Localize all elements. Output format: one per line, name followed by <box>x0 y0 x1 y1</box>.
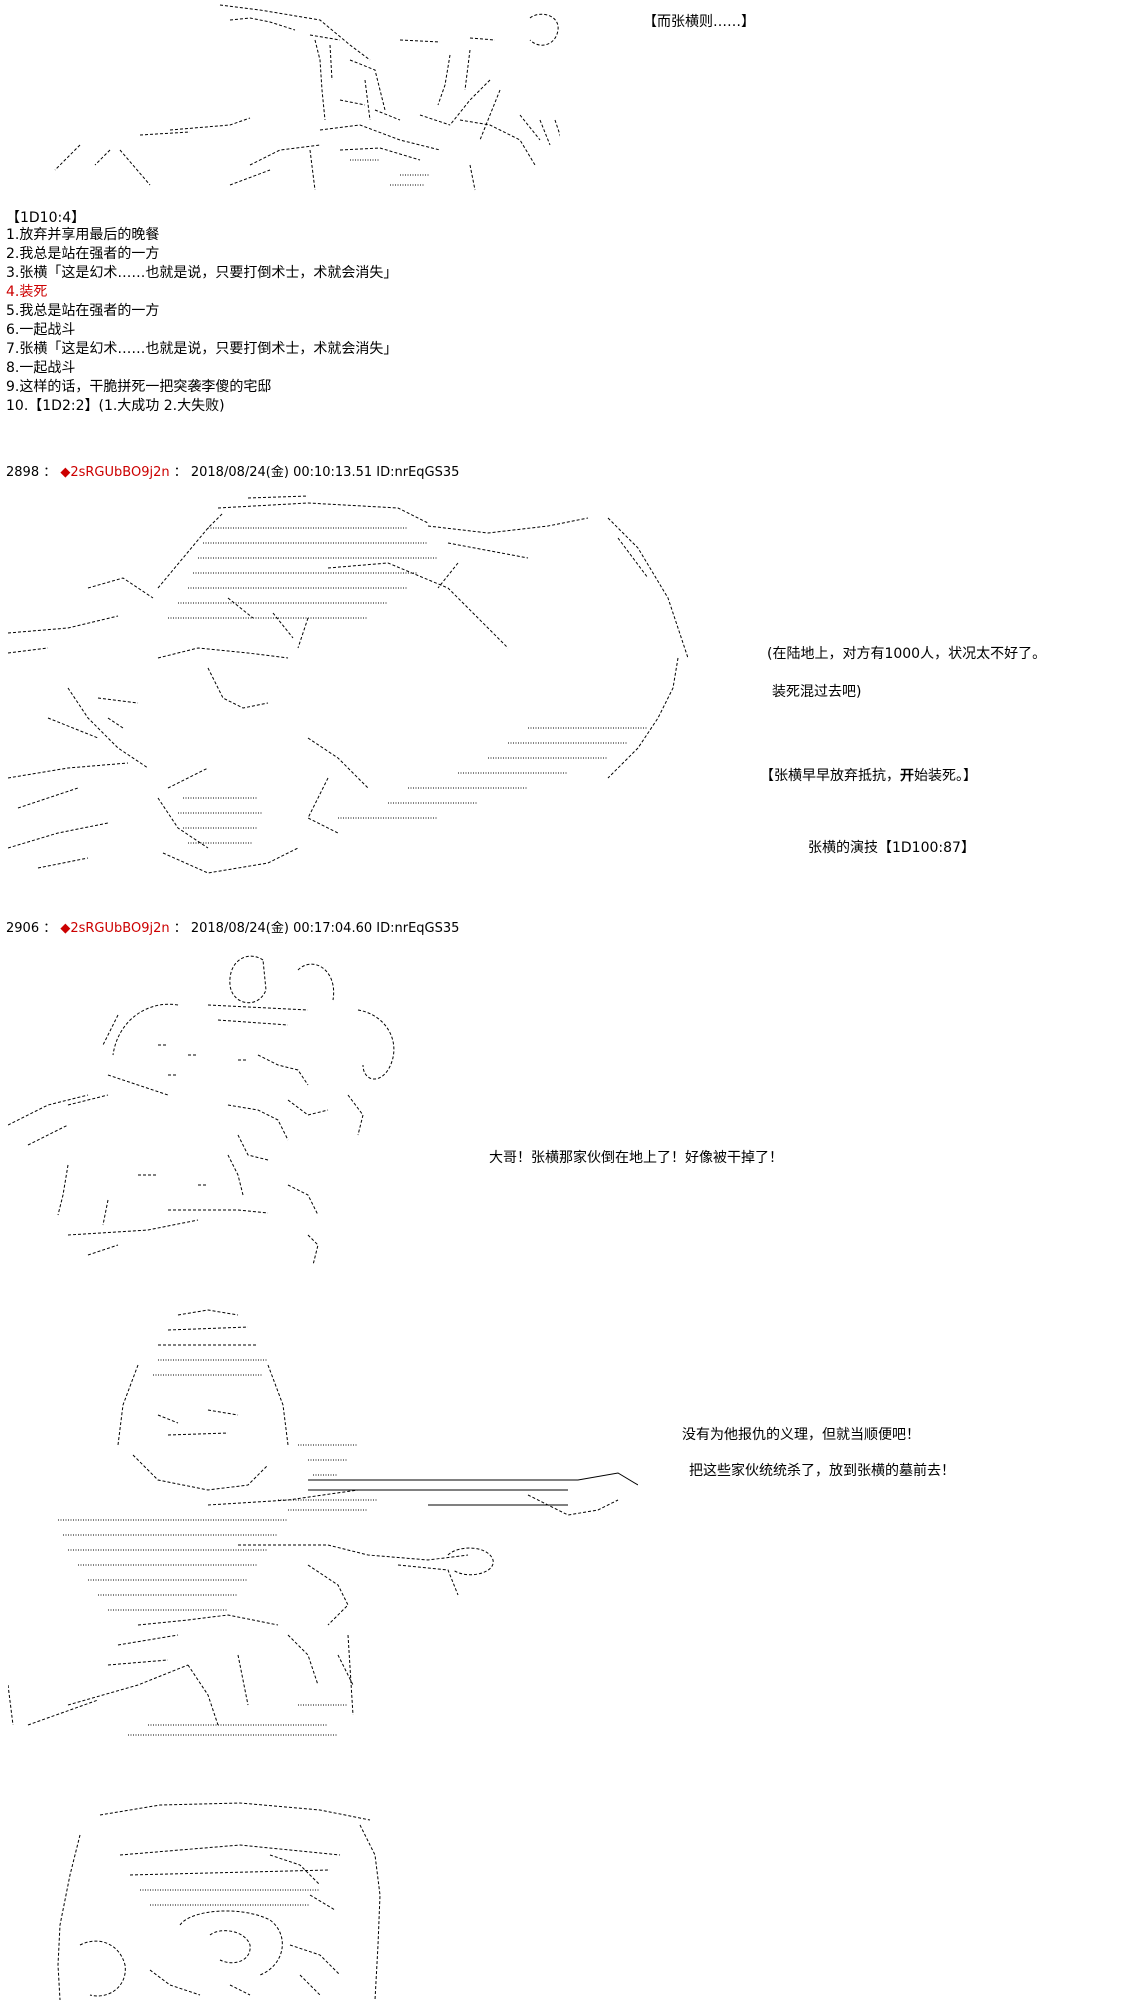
ascii-art-figure-gunman <box>8 1305 638 1745</box>
choice-item: 1.放弃并享用最后的晚餐 <box>6 227 160 243</box>
dialogue-line: (在陆地上，对方有1000人，状况太不好了。 <box>767 646 1047 662</box>
post-number: 2898 <box>6 465 40 480</box>
narration-text: 【张横早早放弃抵抗， <box>760 768 900 784</box>
post-header: 2898 ： ◆2sRGUbBO9j2n ： 2018/08/24(金) 00:… <box>6 465 460 480</box>
choice-item: 10.【1D2:2】(1.大成功 2.大失败) <box>6 398 225 414</box>
post-id: ID:nrEqGS35 <box>376 465 460 480</box>
dialogue-line: 大哥！张横那家伙倒在地上了！好像被干掉了！ <box>489 1150 783 1166</box>
post-trip[interactable]: ◆2sRGUbBO9j2n <box>60 921 170 936</box>
dialogue-line: 没有为他报仇的义理，但就当顺便吧！ <box>682 1427 920 1443</box>
ascii-art-figure-lying-hat <box>8 488 688 883</box>
dialogue-line: 装死混过去吧) <box>772 684 862 700</box>
dice-roll: 张横的演技【1D100:87】 <box>808 840 975 856</box>
ascii-art-figure-bear-head <box>8 945 408 1265</box>
narration-text: 始装死。】 <box>914 768 977 784</box>
narration-top: 【而张横则……】 <box>643 14 755 30</box>
post-trip[interactable]: ◆2sRGUbBO9j2n <box>60 465 170 480</box>
ascii-art-figure-partial <box>40 1795 400 2000</box>
choice-item-selected: 4.装死 <box>6 284 48 300</box>
ascii-art-figure-crouched <box>20 0 560 200</box>
choice-item: 6.一起战斗 <box>6 322 76 338</box>
narration-bold: 开 <box>900 768 914 784</box>
choice-list-header: 【1D10:4】 <box>6 210 86 226</box>
post-datetime: 2018/08/24(金) 00:10:13.51 <box>190 465 373 480</box>
post-number: 2906 <box>6 921 40 936</box>
choice-item: 9.这样的话，干脆拼死一把突袭李傻的宅邸 <box>6 379 272 395</box>
choice-item: 2.我总是站在强者的一方 <box>6 246 160 262</box>
choice-item: 8.一起战斗 <box>6 360 76 376</box>
choice-item: 7.张横「这是幻术……也就是说，只要打倒术士，术就会消失」 <box>6 341 398 357</box>
choice-item: 5.我总是站在强者的一方 <box>6 303 160 319</box>
post-datetime: 2018/08/24(金) 00:17:04.60 <box>190 921 373 936</box>
dialogue-line: 把这些家伙统统杀了，放到张横的墓前去！ <box>689 1463 955 1479</box>
narration-line: 【张横早早放弃抵抗，开始装死。】 <box>760 767 977 786</box>
choice-item: 3.张横「这是幻术……也就是说，只要打倒术士，术就会消失」 <box>6 265 398 281</box>
post-id: ID:nrEqGS35 <box>376 921 460 936</box>
post-header: 2906 ： ◆2sRGUbBO9j2n ： 2018/08/24(金) 00:… <box>6 921 460 936</box>
